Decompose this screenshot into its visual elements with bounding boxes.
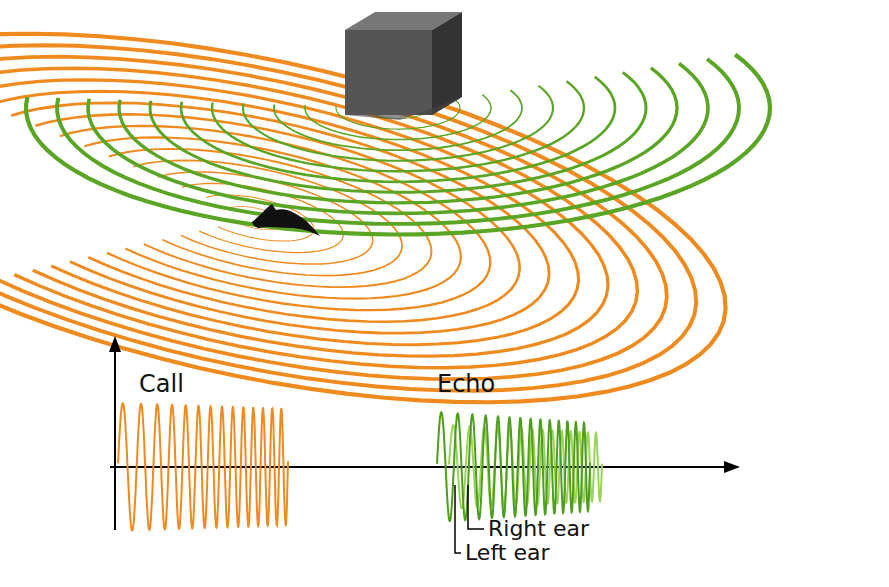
cube-front (345, 30, 432, 115)
waveform (118, 403, 288, 530)
bat-silhouette (252, 204, 320, 236)
signal-label: Echo (437, 372, 495, 396)
waveforms (118, 403, 602, 530)
axis-arrowhead (109, 336, 121, 352)
plot-axes (109, 336, 740, 530)
time-axis (110, 466, 730, 468)
cube-shadow (345, 97, 462, 120)
axis-arrowhead (724, 461, 740, 473)
leader-label: Left ear (465, 542, 549, 564)
left-ear-leader (455, 485, 461, 553)
cube-object (345, 12, 462, 120)
amplitude-axis (114, 346, 116, 530)
leader-label: Right ear (488, 518, 589, 540)
call-wavefront (0, 68, 637, 367)
right-ear-leader (468, 485, 484, 529)
call-wavefront (109, 149, 432, 287)
waveform (437, 412, 590, 521)
signal-label: Call (139, 372, 184, 396)
